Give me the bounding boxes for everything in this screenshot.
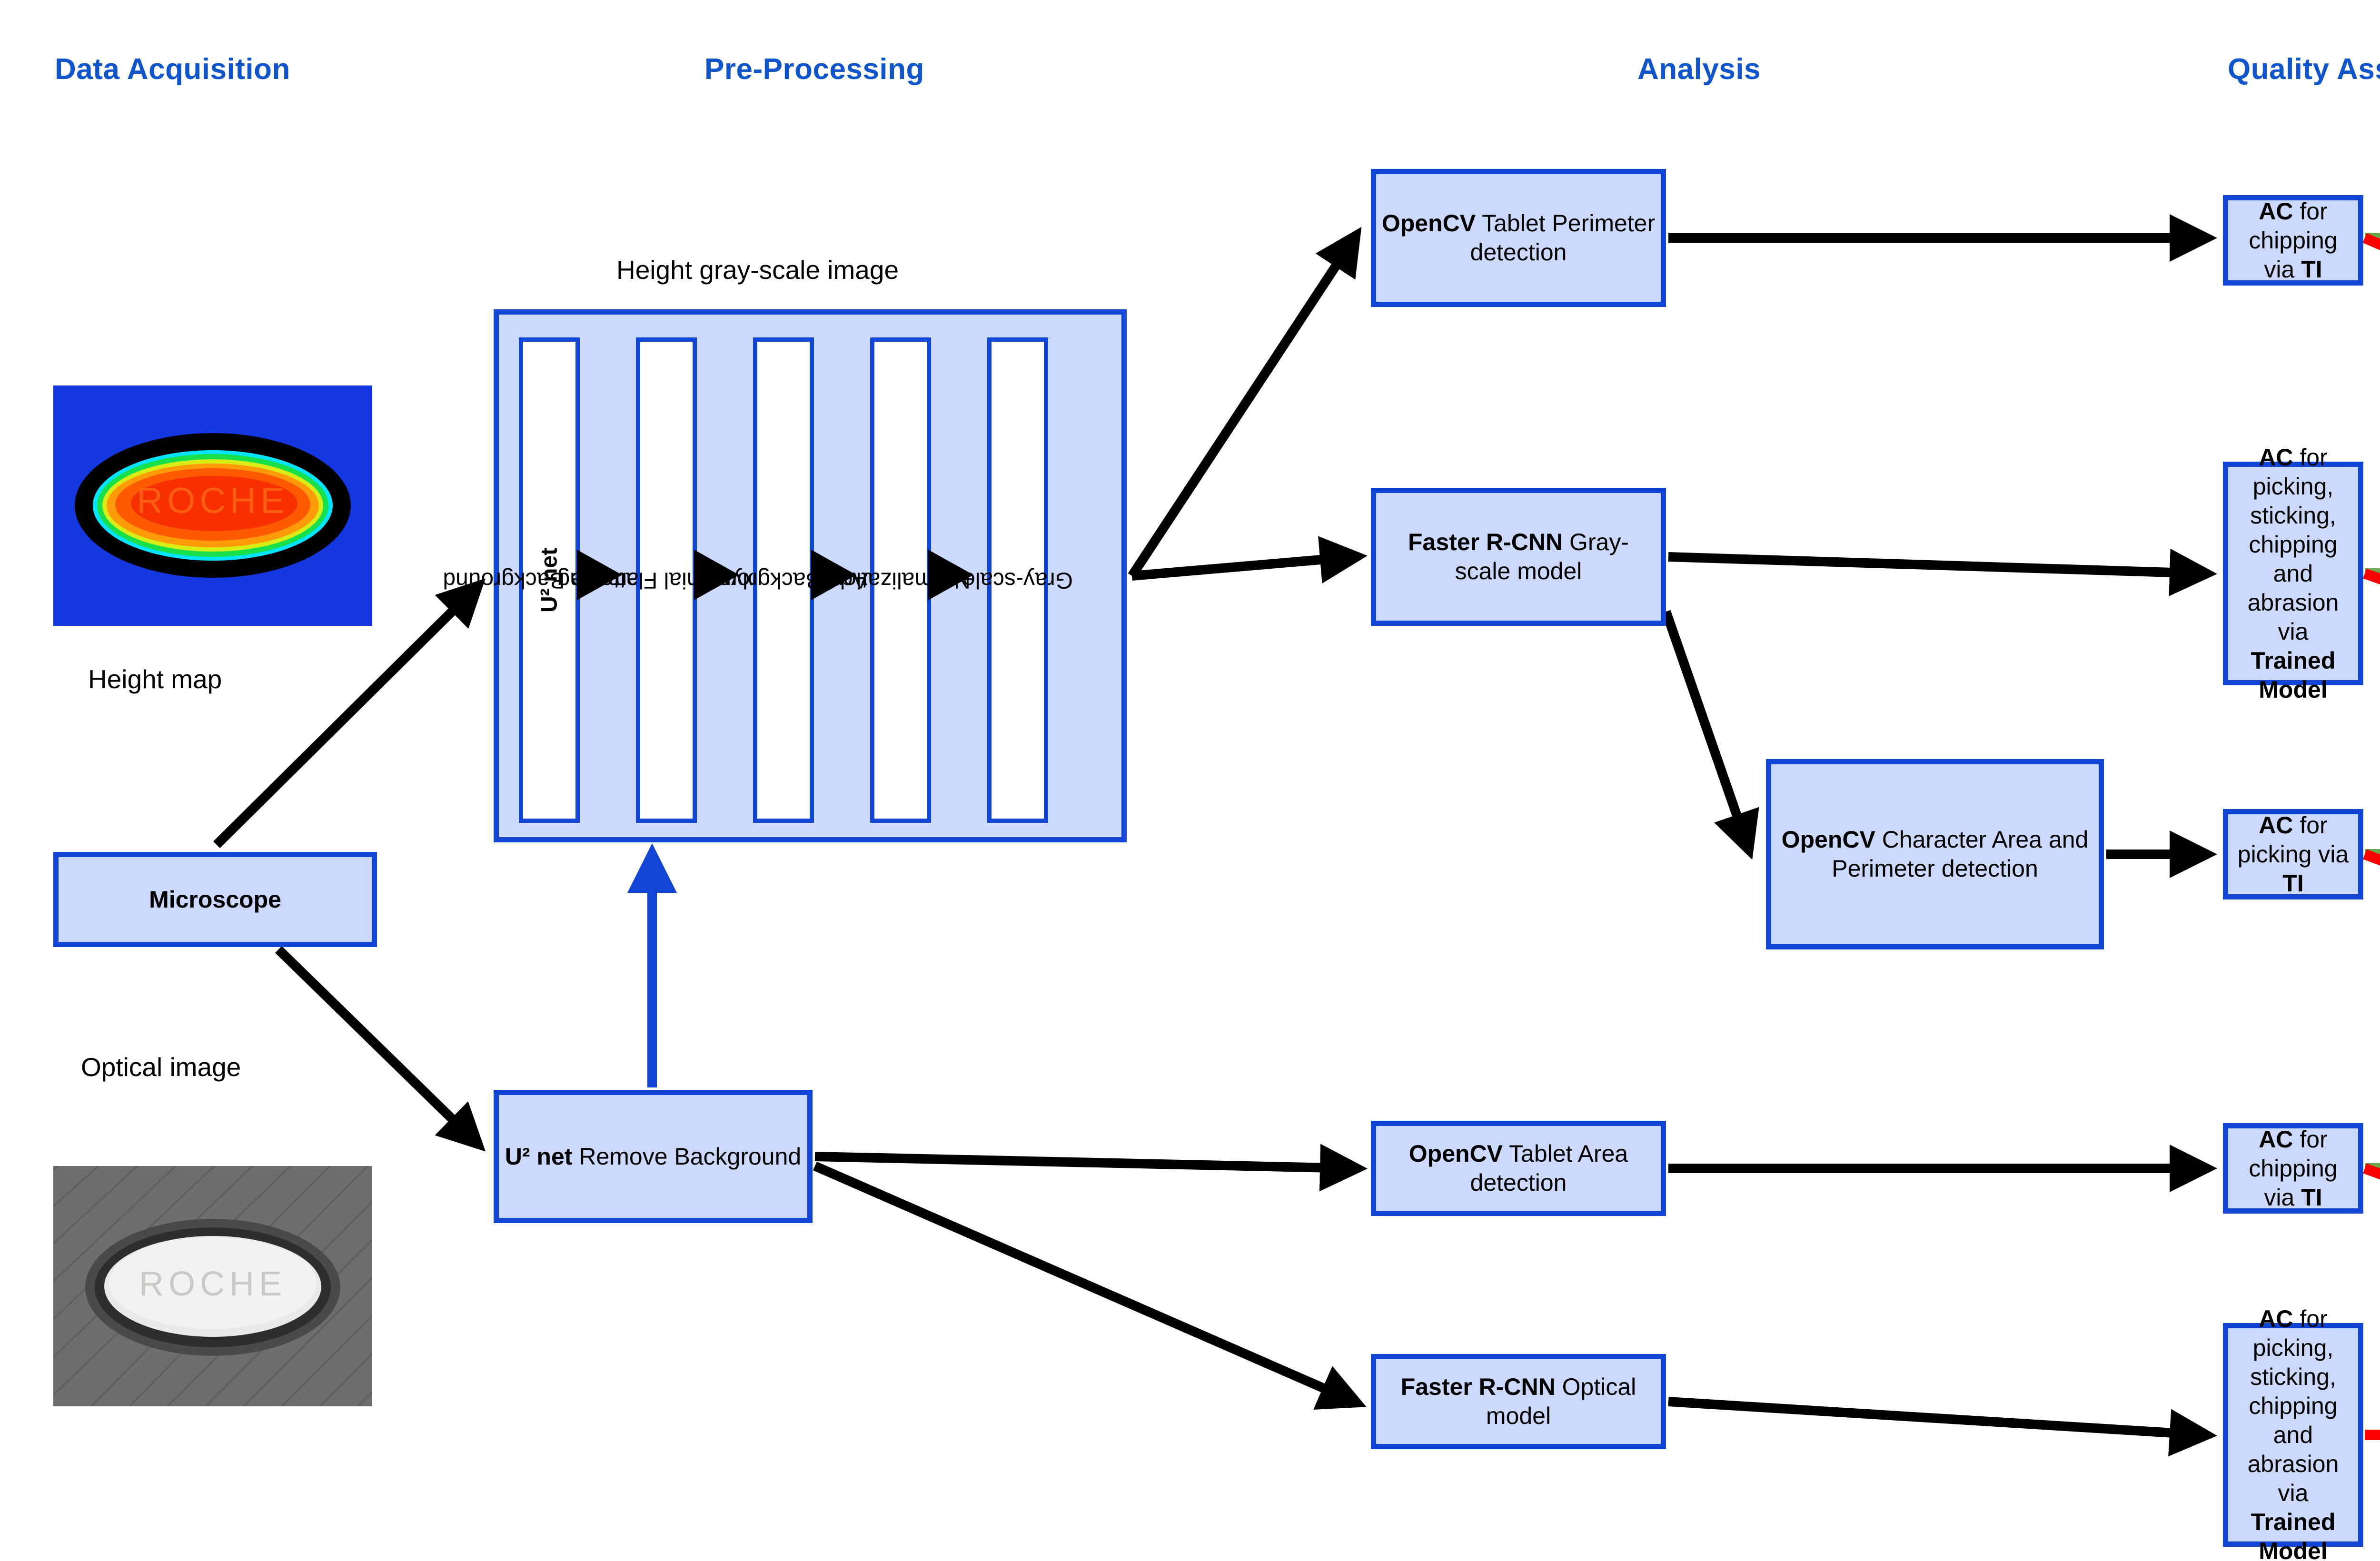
opencv-area-rest: Tablet Area detection — [1470, 1140, 1628, 1196]
pipeline-stage-arrows — [577, 550, 973, 600]
ac2-suffix: Trained Model — [2251, 647, 2336, 703]
preprocessing-pipeline-panel: U² net Remove Background Polynomial Flat… — [443, 309, 1127, 842]
opencv-area-prefix: OpenCV — [1408, 1140, 1503, 1167]
frcnn-gray-prefix: Faster R-CNN — [1408, 529, 1563, 555]
opencv-perimeter-rest: Tablet Perimeter detection — [1470, 210, 1656, 266]
ac3-prefix: AC — [2259, 811, 2293, 839]
optical-image-thumbnail: ROCHE — [53, 1166, 372, 1406]
optical-image-caption: Optical image — [81, 1052, 241, 1082]
ac1-suffix: TI — [2301, 256, 2322, 283]
node-ac-chipping-via-ti-optical[interactable]: AC for chipping via TI — [2223, 1123, 2363, 1214]
node-microscope-label: Microscope — [149, 886, 281, 913]
node-opencv-character-area-and-perimeter-detection[interactable]: OpenCV Character Area and Perimeter dete… — [1766, 759, 2104, 949]
node-ac-chipping-via-ti-height[interactable]: AC for chipping via TI — [2223, 195, 2363, 286]
column-header-data-acquisition: Data Acquisition — [55, 53, 290, 86]
red-connectors — [2362, 233, 2380, 1440]
pipeline-stage-gray-scale[interactable]: Gray-scale — [962, 337, 1073, 823]
opencv-character-prefix: OpenCV — [1781, 826, 1875, 853]
svg-text:ROCHE: ROCHE — [139, 1265, 287, 1303]
ac5-prefix: AC — [2259, 1305, 2293, 1332]
node-ac-picking-via-ti[interactable]: AC for picking via TI — [2223, 809, 2363, 899]
ac1-rest: for chipping via — [2249, 198, 2338, 283]
ac4-rest: for chipping via — [2249, 1126, 2338, 1211]
black-connectors — [213, 214, 2218, 1457]
ac3-rest: for picking via — [2237, 811, 2349, 868]
node-opencv-tablet-perimeter-detection[interactable]: OpenCV Tablet Perimeter detection — [1371, 169, 1666, 307]
ac1-prefix: AC — [2259, 198, 2293, 225]
svg-text:ROCHE: ROCHE — [137, 481, 288, 521]
height-map-caption: Height map — [88, 664, 222, 694]
opencv-perimeter-prefix: OpenCV — [1381, 210, 1476, 237]
column-header-analysis: Analysis — [1637, 53, 1761, 86]
ac4-suffix: TI — [2301, 1184, 2322, 1211]
unet-optical-rest: Remove Background — [572, 1143, 802, 1170]
node-ac-trained-model-optical[interactable]: AC for picking, sticking, chipping and a… — [2223, 1305, 2363, 1561]
pipeline-caption: Height gray-scale image — [616, 255, 899, 285]
green-connectors — [2365, 233, 2380, 1174]
column-header-pre-processing: Pre-Processing — [704, 53, 924, 86]
node-microscope[interactable]: Microscope — [53, 852, 377, 947]
ac4-prefix: AC — [2259, 1126, 2293, 1153]
ac3-suffix: TI — [2282, 869, 2304, 897]
node-unet-remove-background-optical[interactable]: U² net Remove Background — [494, 1090, 813, 1223]
node-faster-rcnn-optical-model[interactable]: Faster R-CNN Optical model — [1371, 1354, 1666, 1449]
height-map-thumbnail: ROCHE — [53, 385, 372, 626]
column-header-quality-assessment: Quality Assessment — [2228, 53, 2380, 86]
node-opencv-tablet-area-detection[interactable]: OpenCV Tablet Area detection — [1371, 1121, 1666, 1216]
ac5-rest: for picking, sticking, chipping and abra… — [2247, 1305, 2339, 1506]
frcnn-optical-rest: Optical model — [1486, 1373, 1636, 1429]
ac2-rest: for picking, sticking, chipping and abra… — [2247, 444, 2339, 645]
ac2-prefix: AC — [2259, 444, 2293, 471]
node-ac-trained-model-height[interactable]: AC for picking, sticking, chipping and a… — [2223, 444, 2363, 703]
unet-optical-prefix: U² net — [505, 1143, 573, 1170]
opencv-character-rest: Character Area and Perimeter detection — [1832, 826, 2089, 882]
ac5-suffix: Trained Model — [2251, 1508, 2336, 1561]
frcnn-optical-prefix: Faster R-CNN — [1400, 1373, 1556, 1400]
node-faster-rcnn-gray-scale-model[interactable]: Faster R-CNN Gray-scale model — [1371, 488, 1666, 626]
frcnn-gray-rest: Gray-scale model — [1455, 529, 1629, 584]
